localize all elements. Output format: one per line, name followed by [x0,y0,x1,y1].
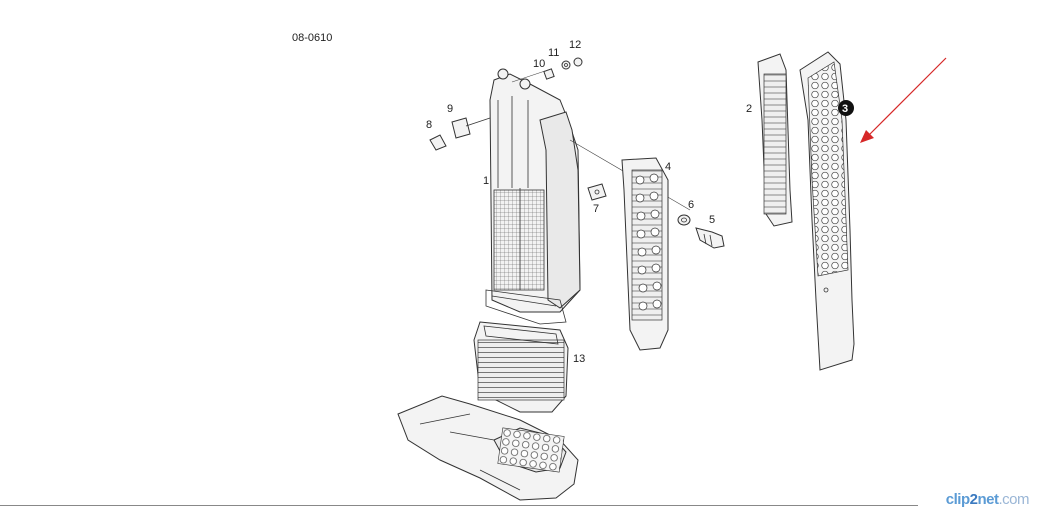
base-lens-assembly [397,395,579,501]
red-pointer-arrow [860,57,947,143]
part-8-cap [429,134,447,151]
label-part-4: 4 [665,161,671,173]
highlight-badge-circle [838,100,854,116]
label-part-10: 10 [533,58,545,70]
label-part-1: 1 [483,175,489,187]
part-3-lens-cover [799,51,855,371]
highlight-badge-number: 3 [842,103,848,115]
watermark-net: net [977,491,999,508]
part-1-housing [485,68,581,325]
label-part-12: 12 [569,39,581,51]
label-part-9: 9 [447,103,453,115]
part-9-fitting [451,117,491,139]
clip2net-watermark: clip2net.com [945,491,1030,508]
label-part-7: 7 [593,203,599,215]
watermark-two: 2 [969,491,978,508]
label-part-8: 8 [426,119,432,131]
highlight-badge-part-3: 3 [838,100,854,116]
diagram-ref-code: 08-0610 [292,32,332,44]
watermark-com: .com [998,491,1029,508]
part-2-reflector [757,53,793,227]
label-part-5: 5 [709,214,715,226]
part-4-lamp-board [621,157,669,351]
part-6-washer [677,214,691,226]
label-part-6: 6 [688,199,694,211]
label-part-11: 11 [548,47,559,59]
parts-10-12-hardware [511,57,583,83]
part-7-clip [587,183,607,201]
label-part-13: 13 [573,353,585,365]
bottom-divider [0,505,918,506]
watermark-clip: clip [945,491,970,508]
label-part-2: 2 [746,103,752,115]
part-5-bulb-socket [695,227,725,249]
part-13-gasket [473,321,569,413]
